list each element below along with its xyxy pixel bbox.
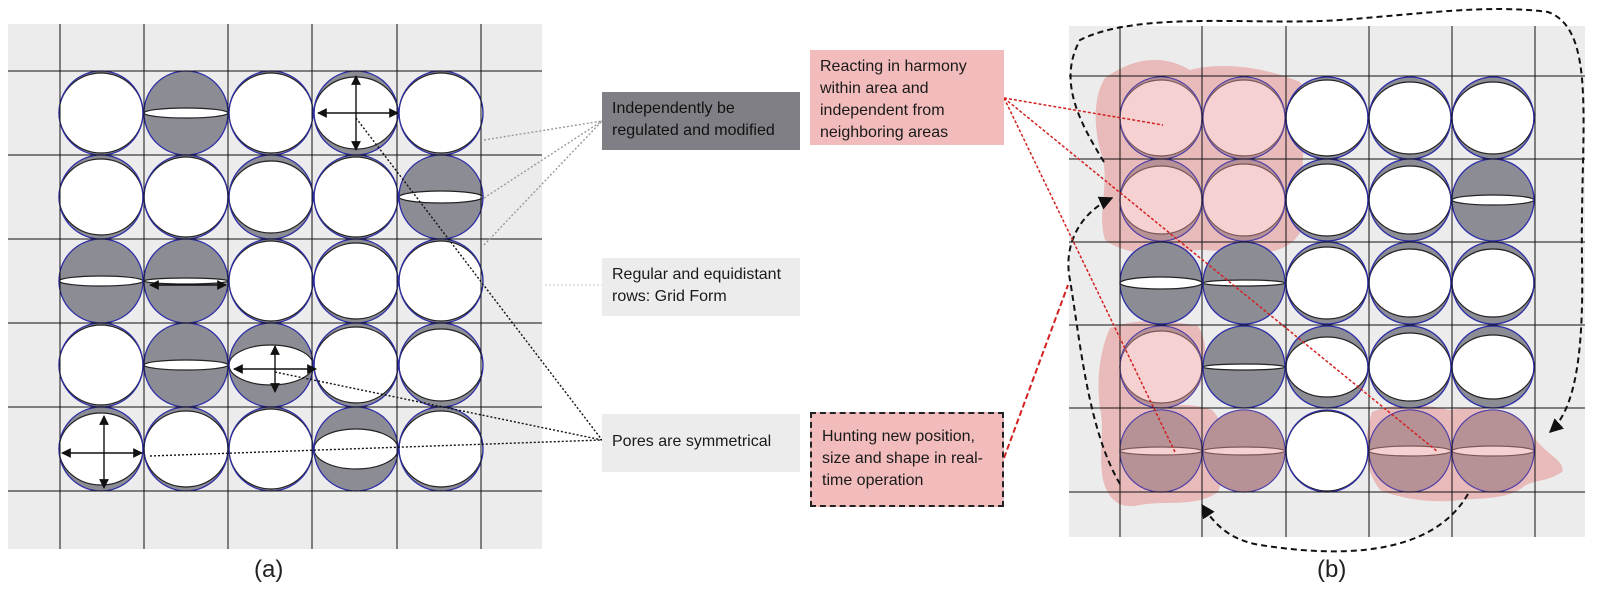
pore-a bbox=[143, 406, 229, 492]
pore-b-highlight bbox=[1120, 326, 1202, 408]
label-symmetrical: Pores are symmetrical bbox=[602, 414, 800, 472]
leader-line-red bbox=[1003, 97, 1176, 453]
pore-b bbox=[1368, 158, 1452, 242]
pore-b-highlight bbox=[1452, 410, 1534, 492]
pore-a bbox=[228, 238, 314, 324]
pore-b bbox=[1285, 76, 1369, 160]
pore-b bbox=[1202, 241, 1286, 325]
pore-b bbox=[1451, 325, 1535, 409]
pore-a bbox=[313, 154, 399, 240]
pore-b-highlight bbox=[1203, 77, 1285, 159]
leader-line-red bbox=[1003, 97, 1164, 126]
pore-b bbox=[1451, 409, 1535, 493]
pore-b bbox=[1119, 325, 1203, 409]
pore-b bbox=[1451, 158, 1535, 242]
pore-b bbox=[1451, 241, 1535, 325]
pore-a bbox=[228, 70, 314, 156]
pore-b bbox=[1285, 241, 1369, 325]
leader-line bbox=[149, 439, 603, 457]
pore-b bbox=[1285, 158, 1369, 242]
pore-a bbox=[228, 154, 314, 240]
leader-line bbox=[483, 120, 603, 199]
leader-line-red bbox=[1003, 97, 1439, 453]
pore-a bbox=[143, 70, 229, 156]
pore-a bbox=[58, 70, 144, 156]
pore-b bbox=[1285, 325, 1369, 409]
pore-b bbox=[1202, 76, 1286, 160]
pore-a bbox=[143, 322, 229, 408]
pore-b bbox=[1119, 76, 1203, 160]
leader-line bbox=[483, 120, 603, 246]
loop-arrow-bottom bbox=[1201, 493, 1469, 553]
pore-b bbox=[1285, 409, 1369, 493]
pore-b-highlight bbox=[1120, 410, 1202, 492]
label-hunting: Hunting new position, size and shape in … bbox=[810, 412, 1004, 507]
pore-a bbox=[228, 406, 314, 492]
loop-arrow-outer bbox=[1069, 8, 1585, 433]
pore-a bbox=[313, 238, 399, 324]
pore-a bbox=[398, 154, 484, 240]
pore-a bbox=[143, 154, 229, 240]
leader-line-red bbox=[1003, 284, 1069, 459]
pore-b bbox=[1368, 76, 1452, 160]
pore-b bbox=[1202, 158, 1286, 242]
label-grid-form: Regular and equidistant rows: Grid Form bbox=[602, 258, 800, 316]
pore-b bbox=[1202, 325, 1286, 409]
pore-b-highlight bbox=[1120, 159, 1202, 241]
pore-b bbox=[1368, 409, 1452, 493]
pore-a bbox=[313, 406, 399, 492]
pore-a bbox=[143, 238, 229, 324]
caption-b: (b) bbox=[1317, 556, 1347, 583]
loop-arrow-left bbox=[1067, 196, 1121, 485]
pore-b bbox=[1202, 409, 1286, 493]
pore-b-highlight bbox=[1369, 410, 1451, 492]
pore-a bbox=[398, 238, 484, 324]
pore-b bbox=[1368, 325, 1452, 409]
pore-b-highlight bbox=[1203, 159, 1285, 241]
pore-a bbox=[228, 322, 314, 408]
pore-a bbox=[398, 70, 484, 156]
pore-b bbox=[1451, 76, 1535, 160]
pore-b bbox=[1119, 241, 1203, 325]
pore-a bbox=[58, 154, 144, 240]
label-regulated: Independently be regulated and modified bbox=[602, 92, 800, 150]
label-harmony: Reacting in harmony within area and inde… bbox=[810, 50, 1004, 145]
pore-a bbox=[58, 322, 144, 408]
pore-a bbox=[58, 238, 144, 324]
pore-a bbox=[398, 406, 484, 492]
leader-line bbox=[355, 117, 603, 441]
pore-b-highlight bbox=[1120, 77, 1202, 159]
pore-b bbox=[1119, 158, 1203, 242]
pore-a bbox=[398, 322, 484, 408]
pore-b-highlight bbox=[1203, 410, 1285, 492]
caption-a: (a) bbox=[254, 556, 284, 583]
pore-a bbox=[58, 406, 144, 492]
pore-b bbox=[1368, 241, 1452, 325]
